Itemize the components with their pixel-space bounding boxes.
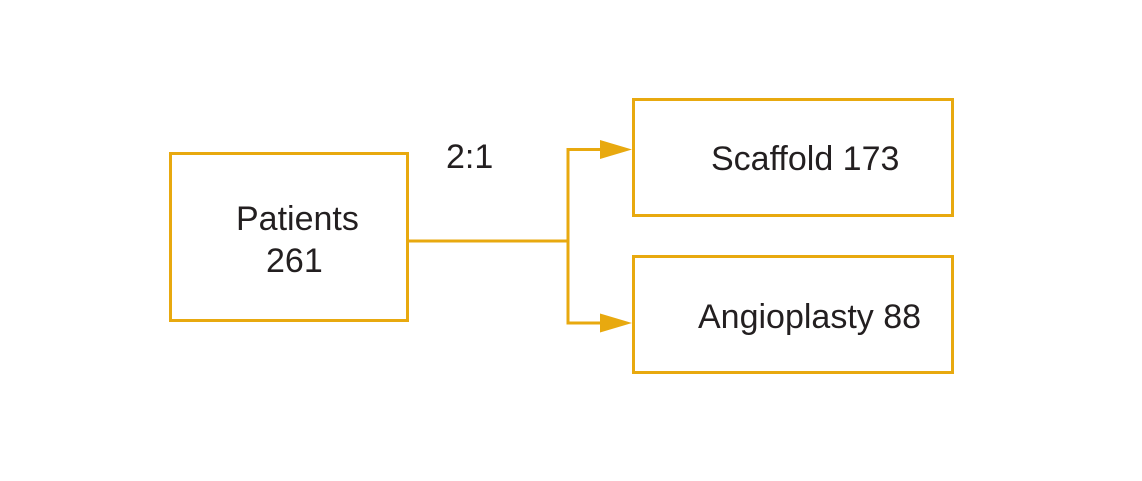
scaffold-label: Scaffold 173 <box>711 140 900 178</box>
arrowhead-scaffold <box>600 140 632 159</box>
scaffold-box: Scaffold 173 <box>632 98 954 217</box>
patients-label: Patients <box>236 200 359 238</box>
randomization-ratio: 2:1 <box>446 138 494 176</box>
patients-box: Patients 261 <box>169 152 409 322</box>
angioplasty-label: Angioplasty 88 <box>698 298 922 336</box>
angioplasty-box: Angioplasty 88 <box>632 255 954 374</box>
patients-count: 261 <box>266 242 323 280</box>
arrowhead-angioplasty <box>600 313 632 333</box>
